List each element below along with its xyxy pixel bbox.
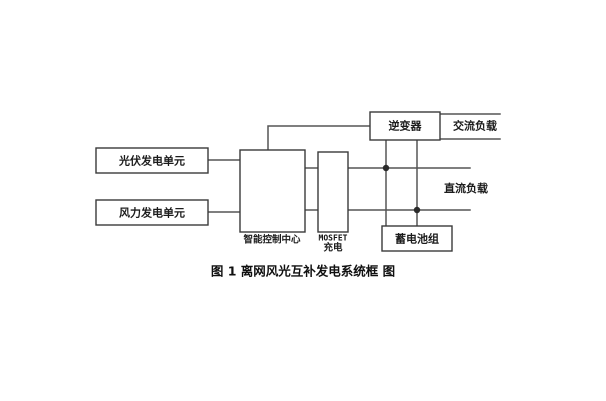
block-wind-unit[interactable]: 风力发电单元 bbox=[95, 199, 209, 226]
block-control-center[interactable]: 智能控制中心 bbox=[239, 149, 306, 246]
dc-load-label: 直流负载 bbox=[444, 181, 488, 195]
pv-unit-box bbox=[95, 147, 209, 174]
mosfet-charger-label-line1: MOSFET bbox=[319, 234, 348, 243]
block-inverter[interactable]: 逆变器 bbox=[369, 111, 441, 141]
wire-control-to-inverter bbox=[267, 125, 371, 151]
control-center-label: 智能控制中心 bbox=[243, 234, 301, 246]
block-mosfet-charger[interactable]: MOSFET 充电 bbox=[317, 151, 349, 254]
mosfet-charger-box bbox=[317, 151, 349, 233]
control-center-box bbox=[239, 149, 306, 233]
figure-caption: 图 1 离网风光互补发电系统框 图 bbox=[211, 264, 395, 279]
battery-pack-box bbox=[381, 225, 453, 252]
ac-load-label: 交流负载 bbox=[453, 119, 497, 133]
junction-dot-top bbox=[382, 164, 390, 172]
junction-dot-bottom bbox=[413, 206, 421, 214]
inverter-box bbox=[369, 111, 441, 141]
pv-unit-label: 光伏发电单元 bbox=[118, 154, 185, 168]
block-pv-unit[interactable]: 光伏发电单元 bbox=[95, 147, 209, 174]
mosfet-charger-label-line2: 充电 bbox=[323, 242, 343, 254]
wind-unit-box bbox=[95, 199, 209, 226]
inverter-label: 逆变器 bbox=[389, 119, 423, 133]
wind-unit-label: 风力发电单元 bbox=[119, 206, 185, 220]
block-battery-pack[interactable]: 蓄电池组 bbox=[381, 225, 453, 252]
wire-layer bbox=[207, 113, 501, 227]
battery-pack-label: 蓄电池组 bbox=[395, 232, 439, 246]
